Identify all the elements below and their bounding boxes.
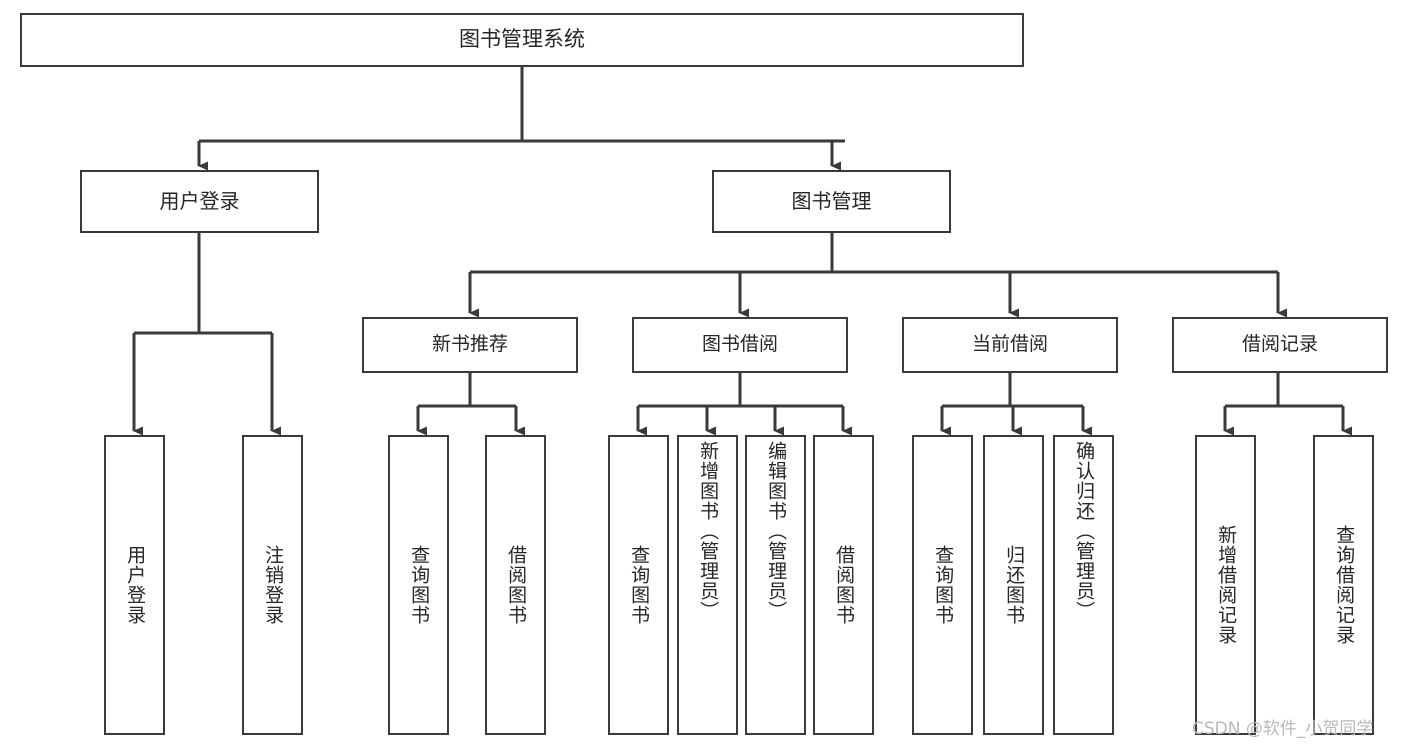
node-leaf-user-logout[interactable]: 注销登录 — [242, 435, 303, 735]
node-leaf-query-borrow-record[interactable]: 查询借阅记录 — [1313, 435, 1374, 735]
node-leaf-user-login[interactable]: 用户登录 — [104, 435, 165, 735]
node-leaf-borrow-book-borrow[interactable]: 借阅图书 — [813, 435, 874, 735]
node-current-borrow[interactable]: 当前借阅 — [902, 317, 1118, 373]
node-leaf-query-book-current[interactable]: 查询图书 — [912, 435, 973, 735]
node-leaf-add-book-admin[interactable]: 新增图书（管理员） — [677, 435, 738, 735]
csdn-watermark: CSDN @软件_小贺同学 — [1192, 719, 1374, 739]
node-leaf-borrow-book-recommend[interactable]: 借阅图书 — [485, 435, 546, 735]
node-leaf-edit-book-admin[interactable]: 编辑图书（管理员） — [745, 435, 806, 735]
node-book-manage[interactable]: 图书管理 — [712, 170, 951, 233]
node-leaf-confirm-return-admin[interactable]: 确认归还（管理员） — [1053, 435, 1114, 735]
node-leaf-return-book[interactable]: 归还图书 — [983, 435, 1044, 735]
node-leaf-query-book-borrow[interactable]: 查询图书 — [608, 435, 669, 735]
node-user-login[interactable]: 用户登录 — [80, 170, 319, 233]
node-leaf-add-borrow-record[interactable]: 新增借阅记录 — [1195, 435, 1256, 735]
node-root-system[interactable]: 图书管理系统 — [20, 13, 1024, 67]
node-borrow-record[interactable]: 借阅记录 — [1172, 317, 1388, 373]
node-new-book-recommend[interactable]: 新书推荐 — [362, 317, 578, 373]
node-leaf-query-book-recommend[interactable]: 查询图书 — [388, 435, 449, 735]
node-book-borrow[interactable]: 图书借阅 — [632, 317, 848, 373]
